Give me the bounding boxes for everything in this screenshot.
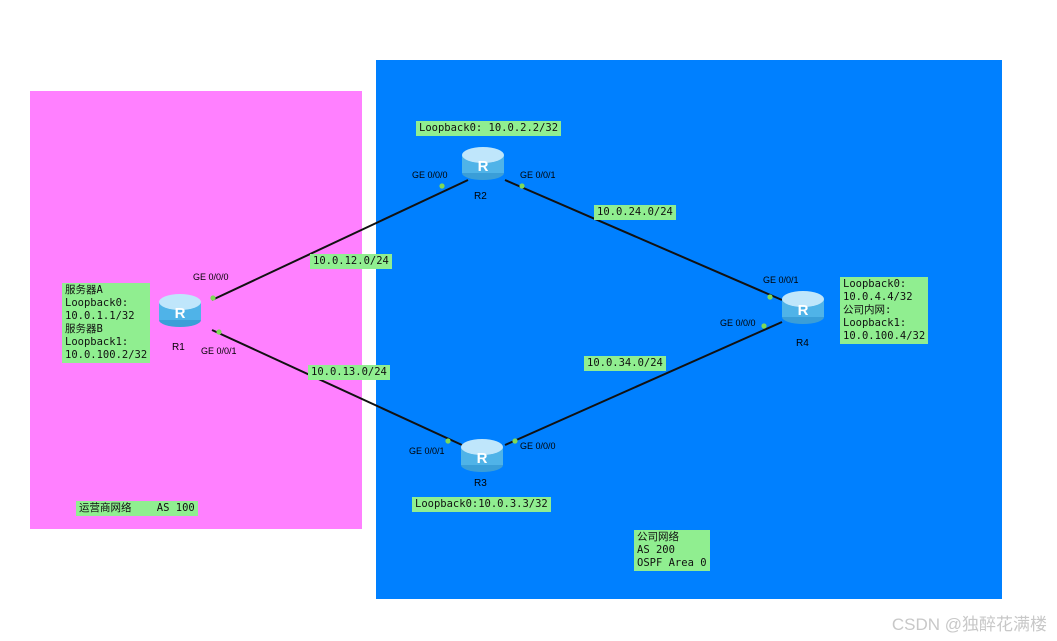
port-dot	[767, 294, 773, 300]
link-r2-r4	[504, 179, 783, 301]
port-label: GE 0/0/0	[720, 318, 756, 328]
router-name-r3: R3	[474, 478, 487, 489]
router-note-r4: Loopback0: 10.0.4.4/32 公司内网: Loopback1: …	[840, 277, 929, 344]
port-dot	[216, 329, 222, 335]
link-r1-r3	[211, 329, 463, 446]
port-label: GE 0/0/1	[201, 346, 237, 356]
svg-text:R: R	[798, 302, 809, 319]
svg-text:R: R	[175, 305, 186, 322]
router-icon[interactable]: R	[459, 437, 505, 473]
port-label: GE 0/0/0	[193, 272, 229, 282]
subnet-label-r1-r2: 10.0.12.0/24	[310, 254, 392, 269]
port-label: GE 0/0/0	[520, 441, 556, 451]
router-icon[interactable]: R	[157, 292, 203, 328]
router-name-r4: R4	[796, 338, 809, 349]
isp-zone-label: 运营商网络 AS 100	[76, 501, 198, 516]
subnet-label-r2-r4: 10.0.24.0/24	[594, 205, 676, 220]
subnet-label-r1-r3: 10.0.13.0/24	[308, 365, 390, 380]
router-note-r3: Loopback0:10.0.3.3/32	[412, 497, 551, 512]
subnet-label-r3-r4: 10.0.34.0/24	[584, 356, 666, 371]
port-label: GE 0/0/1	[763, 275, 799, 285]
port-dot	[761, 323, 767, 329]
router-name-r2: R2	[474, 191, 487, 202]
port-dot	[519, 183, 525, 189]
port-dot	[439, 183, 445, 189]
router-name-r1: R1	[172, 342, 185, 353]
port-label: GE 0/0/1	[520, 170, 556, 180]
watermark: CSDN @独醉花满楼	[891, 615, 1047, 634]
router-note-r2: Loopback0: 10.0.2.2/32	[416, 121, 562, 136]
svg-text:R: R	[477, 450, 488, 467]
port-dot	[445, 438, 451, 444]
router-icon[interactable]: R	[460, 145, 506, 181]
port-dot	[210, 295, 216, 301]
port-dot	[512, 438, 518, 444]
router-note-r1: 服务器A Loopback0: 10.0.1.1/32 服务器B Loopbac…	[62, 283, 151, 363]
port-label: GE 0/0/0	[412, 170, 448, 180]
svg-text:R: R	[478, 158, 489, 175]
link-r1-r2	[211, 179, 469, 301]
link-r3-r4	[504, 321, 783, 446]
router-icon[interactable]: R	[780, 289, 826, 325]
port-label: GE 0/0/1	[409, 446, 445, 456]
corp-zone-label: 公司网络 AS 200 OSPF Area 0	[634, 530, 710, 571]
